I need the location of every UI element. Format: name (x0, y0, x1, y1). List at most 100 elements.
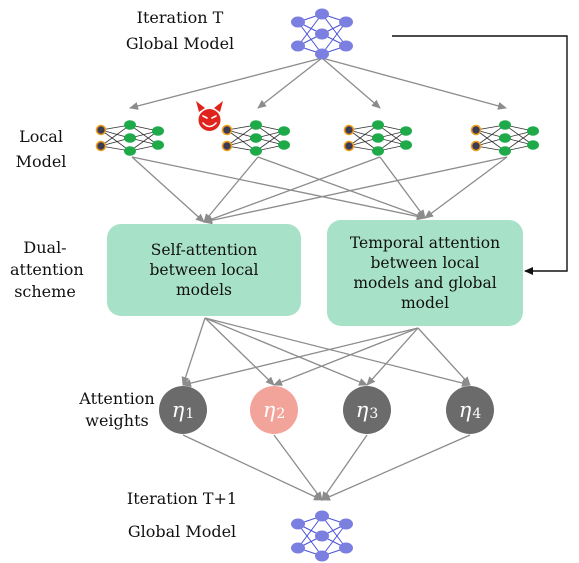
dual-attention-label: Dual- attention scheme (10, 238, 84, 301)
input-node (343, 124, 355, 136)
arrow (424, 156, 508, 219)
network-edge (348, 124, 379, 147)
local-model-2-icon (221, 120, 290, 156)
network-node (315, 530, 329, 542)
output-node (527, 140, 539, 150)
feedback-arrow (392, 35, 568, 275)
global-model-bottom-label: Global Model (127, 522, 237, 541)
hidden-node (372, 146, 384, 156)
hidden-node (250, 146, 262, 156)
input-node (343, 140, 355, 152)
arrow (379, 156, 426, 219)
network-edge (226, 124, 257, 147)
network-edge (297, 21, 323, 55)
hidden-node (250, 133, 262, 143)
output-node (527, 126, 539, 136)
network-node (315, 510, 329, 522)
network-node (315, 550, 329, 562)
input-node (95, 124, 107, 136)
arrow (203, 156, 381, 223)
network-edge (377, 130, 407, 152)
network-edge (255, 124, 285, 146)
input-node (470, 140, 482, 152)
network-edge (297, 515, 323, 549)
arrow (366, 327, 419, 386)
iteration-t-label: Iteration T (136, 8, 224, 27)
network-edge (100, 124, 131, 147)
arrow (321, 434, 471, 501)
arrow (204, 317, 471, 387)
network-node (291, 16, 305, 28)
temporal-attention-box: Temporal attention between local models … (327, 220, 523, 326)
output-node (278, 126, 290, 136)
iteration-t1-label: Iteration T+1 (126, 489, 238, 508)
arrow (273, 327, 419, 386)
network-edge (100, 129, 131, 152)
network-edge (504, 130, 534, 152)
output-node (400, 126, 412, 136)
hidden-node (250, 120, 262, 130)
output-node (152, 126, 164, 136)
network-node (339, 542, 353, 554)
network-edge (377, 124, 407, 146)
network-node (315, 48, 329, 60)
arrow (417, 327, 471, 386)
devil-eye (202, 115, 208, 119)
global-model-top-icon (291, 8, 353, 60)
hidden-node (499, 133, 511, 143)
hidden-node (372, 133, 384, 143)
arrow (257, 156, 426, 220)
network-node (339, 518, 353, 530)
input-node (95, 140, 107, 152)
local-model-1-icon (95, 120, 164, 156)
network-edge (321, 515, 347, 549)
hidden-node (124, 120, 136, 130)
arrow (321, 57, 381, 109)
arrow (321, 434, 368, 501)
network-edge (504, 124, 534, 146)
network-node (339, 16, 353, 28)
arrow (203, 156, 508, 225)
local-model-3-icon (343, 120, 412, 156)
network-node (339, 40, 353, 52)
global-model-bottom-icon (291, 510, 353, 562)
arrow (181, 317, 206, 386)
hidden-node (499, 120, 511, 130)
arrow (131, 156, 205, 223)
hidden-node (499, 146, 511, 156)
network-edge (348, 129, 379, 152)
local-model-label: Local Model (15, 127, 67, 171)
devil-face (198, 109, 221, 131)
output-node (152, 140, 164, 150)
networks-layer (95, 8, 539, 562)
input-node (221, 140, 233, 152)
network-node (315, 8, 329, 20)
arrow (203, 156, 259, 223)
network-edge (321, 523, 347, 557)
network-edge (321, 21, 347, 55)
devil-horn (214, 101, 223, 112)
network-edge (475, 124, 506, 147)
arrow (204, 317, 275, 386)
input-node (470, 124, 482, 136)
local-model-4-icon (470, 120, 539, 156)
network-node (291, 40, 305, 52)
input-node (221, 124, 233, 136)
network-edge (297, 523, 323, 557)
devil-mouth (202, 122, 217, 128)
devil-icon (196, 101, 223, 131)
hidden-node (372, 120, 384, 130)
network-node (291, 518, 305, 530)
global-model-top-label: Global Model (125, 34, 235, 53)
network-edge (475, 129, 506, 152)
arrow (182, 434, 323, 501)
hidden-node (124, 133, 136, 143)
arrow (204, 317, 368, 386)
network-edge (297, 13, 323, 47)
arrow (129, 57, 323, 110)
